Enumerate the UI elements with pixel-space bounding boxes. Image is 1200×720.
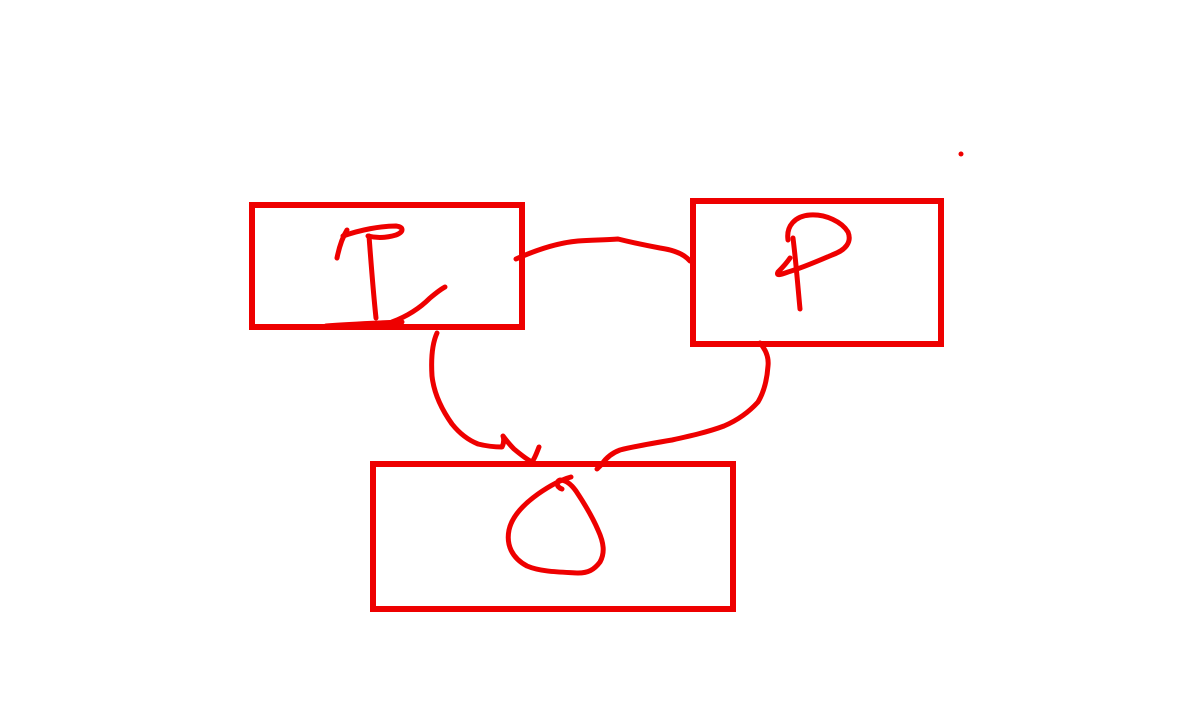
- stray-dot: [958, 151, 964, 157]
- node-process-letter-glyph: [775, 212, 852, 312]
- node-output-box: [370, 461, 736, 612]
- connector-process-to-output: [594, 340, 771, 472]
- node-process: [690, 198, 944, 347]
- node-input: [249, 202, 525, 330]
- node-output: [370, 461, 736, 612]
- connector-input-to-output: [429, 330, 542, 465]
- node-process-box: [690, 198, 944, 347]
- node-input-box: [249, 202, 525, 330]
- node-output-letter-glyph: [505, 474, 606, 576]
- node-input-letter-glyph: [323, 223, 448, 329]
- connector-input-to-process: [513, 236, 693, 264]
